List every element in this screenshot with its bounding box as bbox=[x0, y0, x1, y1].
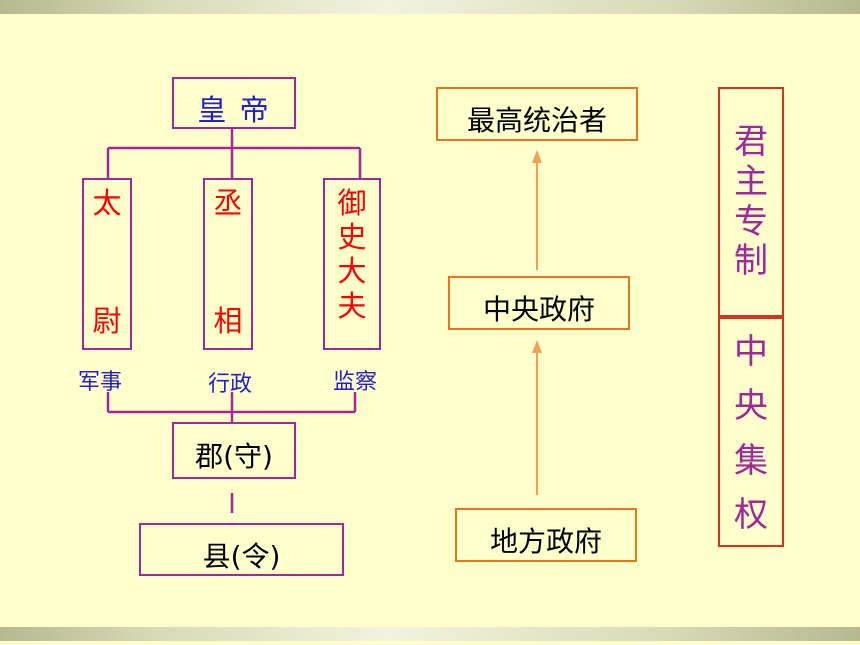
county-label: 县(令) bbox=[202, 540, 281, 573]
autocracy-label: 君主专制 bbox=[734, 122, 768, 282]
bottom-decorative-band bbox=[0, 627, 860, 641]
commandery-box: 郡(守) bbox=[172, 422, 296, 479]
taiwei-label-bottom: 尉 bbox=[92, 304, 122, 338]
chengxiang-box: 丞 相 bbox=[203, 178, 253, 350]
supreme-ruler-box: 最高统治者 bbox=[436, 87, 638, 141]
local-government-box: 地方政府 bbox=[455, 508, 637, 562]
supreme-ruler-label: 最高统治者 bbox=[466, 104, 607, 137]
chengxiang-label-top: 丞 bbox=[213, 186, 243, 220]
emperor-label: 皇 帝 bbox=[197, 93, 271, 127]
commandery-label: 郡(守) bbox=[195, 440, 273, 473]
county-box: 县(令) bbox=[139, 523, 344, 576]
chengxiang-label-bottom: 相 bbox=[213, 304, 243, 338]
autocracy-box: 君主专制 bbox=[718, 87, 784, 317]
taiwei-box: 太 尉 bbox=[82, 178, 132, 350]
centralization-label: 中央集权 bbox=[734, 332, 768, 536]
duty-military: 军事 bbox=[78, 370, 123, 395]
central-government-label: 中央政府 bbox=[482, 293, 595, 326]
central-government-box: 中央政府 bbox=[448, 276, 630, 330]
arrow-head-lower bbox=[532, 340, 542, 353]
yushidafu-box: 御史大夫 bbox=[323, 178, 381, 350]
local-government-label: 地方政府 bbox=[489, 525, 602, 558]
centralization-box: 中央集权 bbox=[718, 317, 784, 547]
duty-administration: 行政 bbox=[208, 372, 253, 397]
arrow-head-upper bbox=[532, 150, 542, 163]
top-decorative-band bbox=[0, 0, 860, 14]
duty-supervision: 监察 bbox=[333, 370, 378, 395]
emperor-box: 皇 帝 bbox=[172, 77, 296, 129]
yushidafu-label: 御史大夫 bbox=[337, 186, 367, 323]
taiwei-label-top: 太 bbox=[92, 186, 122, 220]
